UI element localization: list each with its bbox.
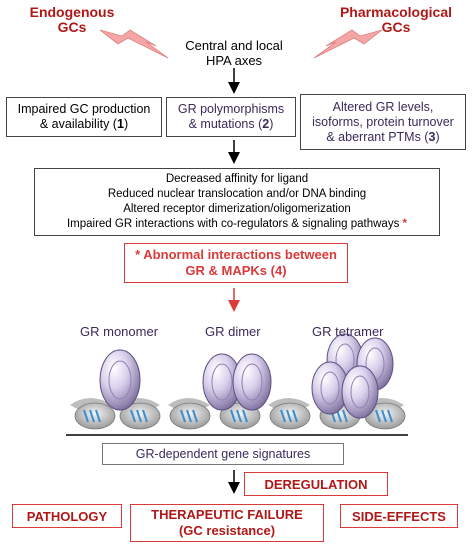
failure-line1: THERAPEUTIC FAILURE xyxy=(151,507,303,522)
mechanism-affinity: Decreased affinity for ligand xyxy=(165,173,309,185)
pharma-line1: Pharmacological xyxy=(339,4,453,20)
box-mechanisms: Decreased affinity for ligand Reduced nu… xyxy=(34,168,440,236)
label-gr-tetramer: GR tetramer xyxy=(312,324,384,339)
label-gr-dimer: GR dimer xyxy=(205,324,261,339)
lightning-right-icon xyxy=(313,29,383,59)
box-gene-signatures: GR-dependent gene signatures xyxy=(102,443,344,465)
box3-line1: Altered GR levels, xyxy=(332,99,434,114)
box3-number: 3 xyxy=(428,129,436,144)
gr-tetramer-icon xyxy=(311,333,394,419)
box-deregulation: DEREGULATION xyxy=(244,472,388,496)
box3-line2: isoforms, protein turnover xyxy=(312,114,454,129)
mapk-line1: Abnormal interactions between xyxy=(143,247,337,262)
endogenous-line1: Endogenous xyxy=(29,4,115,20)
mapk-asterisk: * xyxy=(135,247,141,262)
gr-monomer-icon xyxy=(99,349,141,411)
box-gr-polymorphisms: GR polymorphisms & mutations (2) xyxy=(166,97,296,137)
box-therapeutic-failure: THERAPEUTIC FAILURE (GC resistance) xyxy=(130,504,324,542)
endogenous-gcs-label: Endogenous GCs xyxy=(22,5,122,35)
mechanism-asterisk: * xyxy=(402,218,408,230)
box-altered-gr-levels: Altered GR levels, isoforms, protein tur… xyxy=(300,94,466,150)
hpa-line2: HPA axes xyxy=(205,53,263,68)
pharma-line2: GCs xyxy=(381,19,411,35)
pharmacological-gcs-label: Pharmacological GCs xyxy=(326,5,466,35)
label-gr-monomer: GR monomer xyxy=(80,324,159,339)
mapk-line2: GR & MAPKs (4) xyxy=(185,263,287,278)
hpa-axes-label: Central and local HPA axes xyxy=(164,38,304,68)
endogenous-line2: GCs xyxy=(57,19,87,35)
box-pathology: PATHOLOGY xyxy=(12,504,122,528)
box2-number: 2 xyxy=(262,117,270,131)
box1-line2: & availability ( xyxy=(39,117,117,131)
box3-end: ) xyxy=(435,129,440,144)
box2-line2: & mutations ( xyxy=(188,117,263,131)
box-abnormal-mapk-interactions: * Abnormal interactions between GR & MAP… xyxy=(124,243,348,283)
gr-dimer-icon xyxy=(202,353,272,411)
mechanism-translocation: Reduced nuclear translocation and/or DNA… xyxy=(107,188,367,200)
box1-line1: Impaired GC production xyxy=(17,102,151,116)
box1-number: 1 xyxy=(116,117,124,131)
failure-line2: (GC resistance) xyxy=(178,523,276,538)
box1-end: ) xyxy=(123,117,129,131)
box-side-effects: SIDE-EFFECTS xyxy=(340,504,458,528)
box2-line1: GR polymorphisms xyxy=(177,102,285,116)
hpa-line1: Central and local xyxy=(185,38,283,53)
box2-end: ) xyxy=(269,117,274,131)
box-impaired-gc-production: Impaired GC production & availability (1… xyxy=(6,97,162,137)
mechanism-interactions: Impaired GR interactions with co-regulat… xyxy=(66,218,400,230)
box3-line3: & aberrant PTMs ( xyxy=(326,129,429,144)
lightning-left-icon xyxy=(99,29,169,59)
mechanism-dimerization: Altered receptor dimerization/oligomeriz… xyxy=(123,203,351,215)
